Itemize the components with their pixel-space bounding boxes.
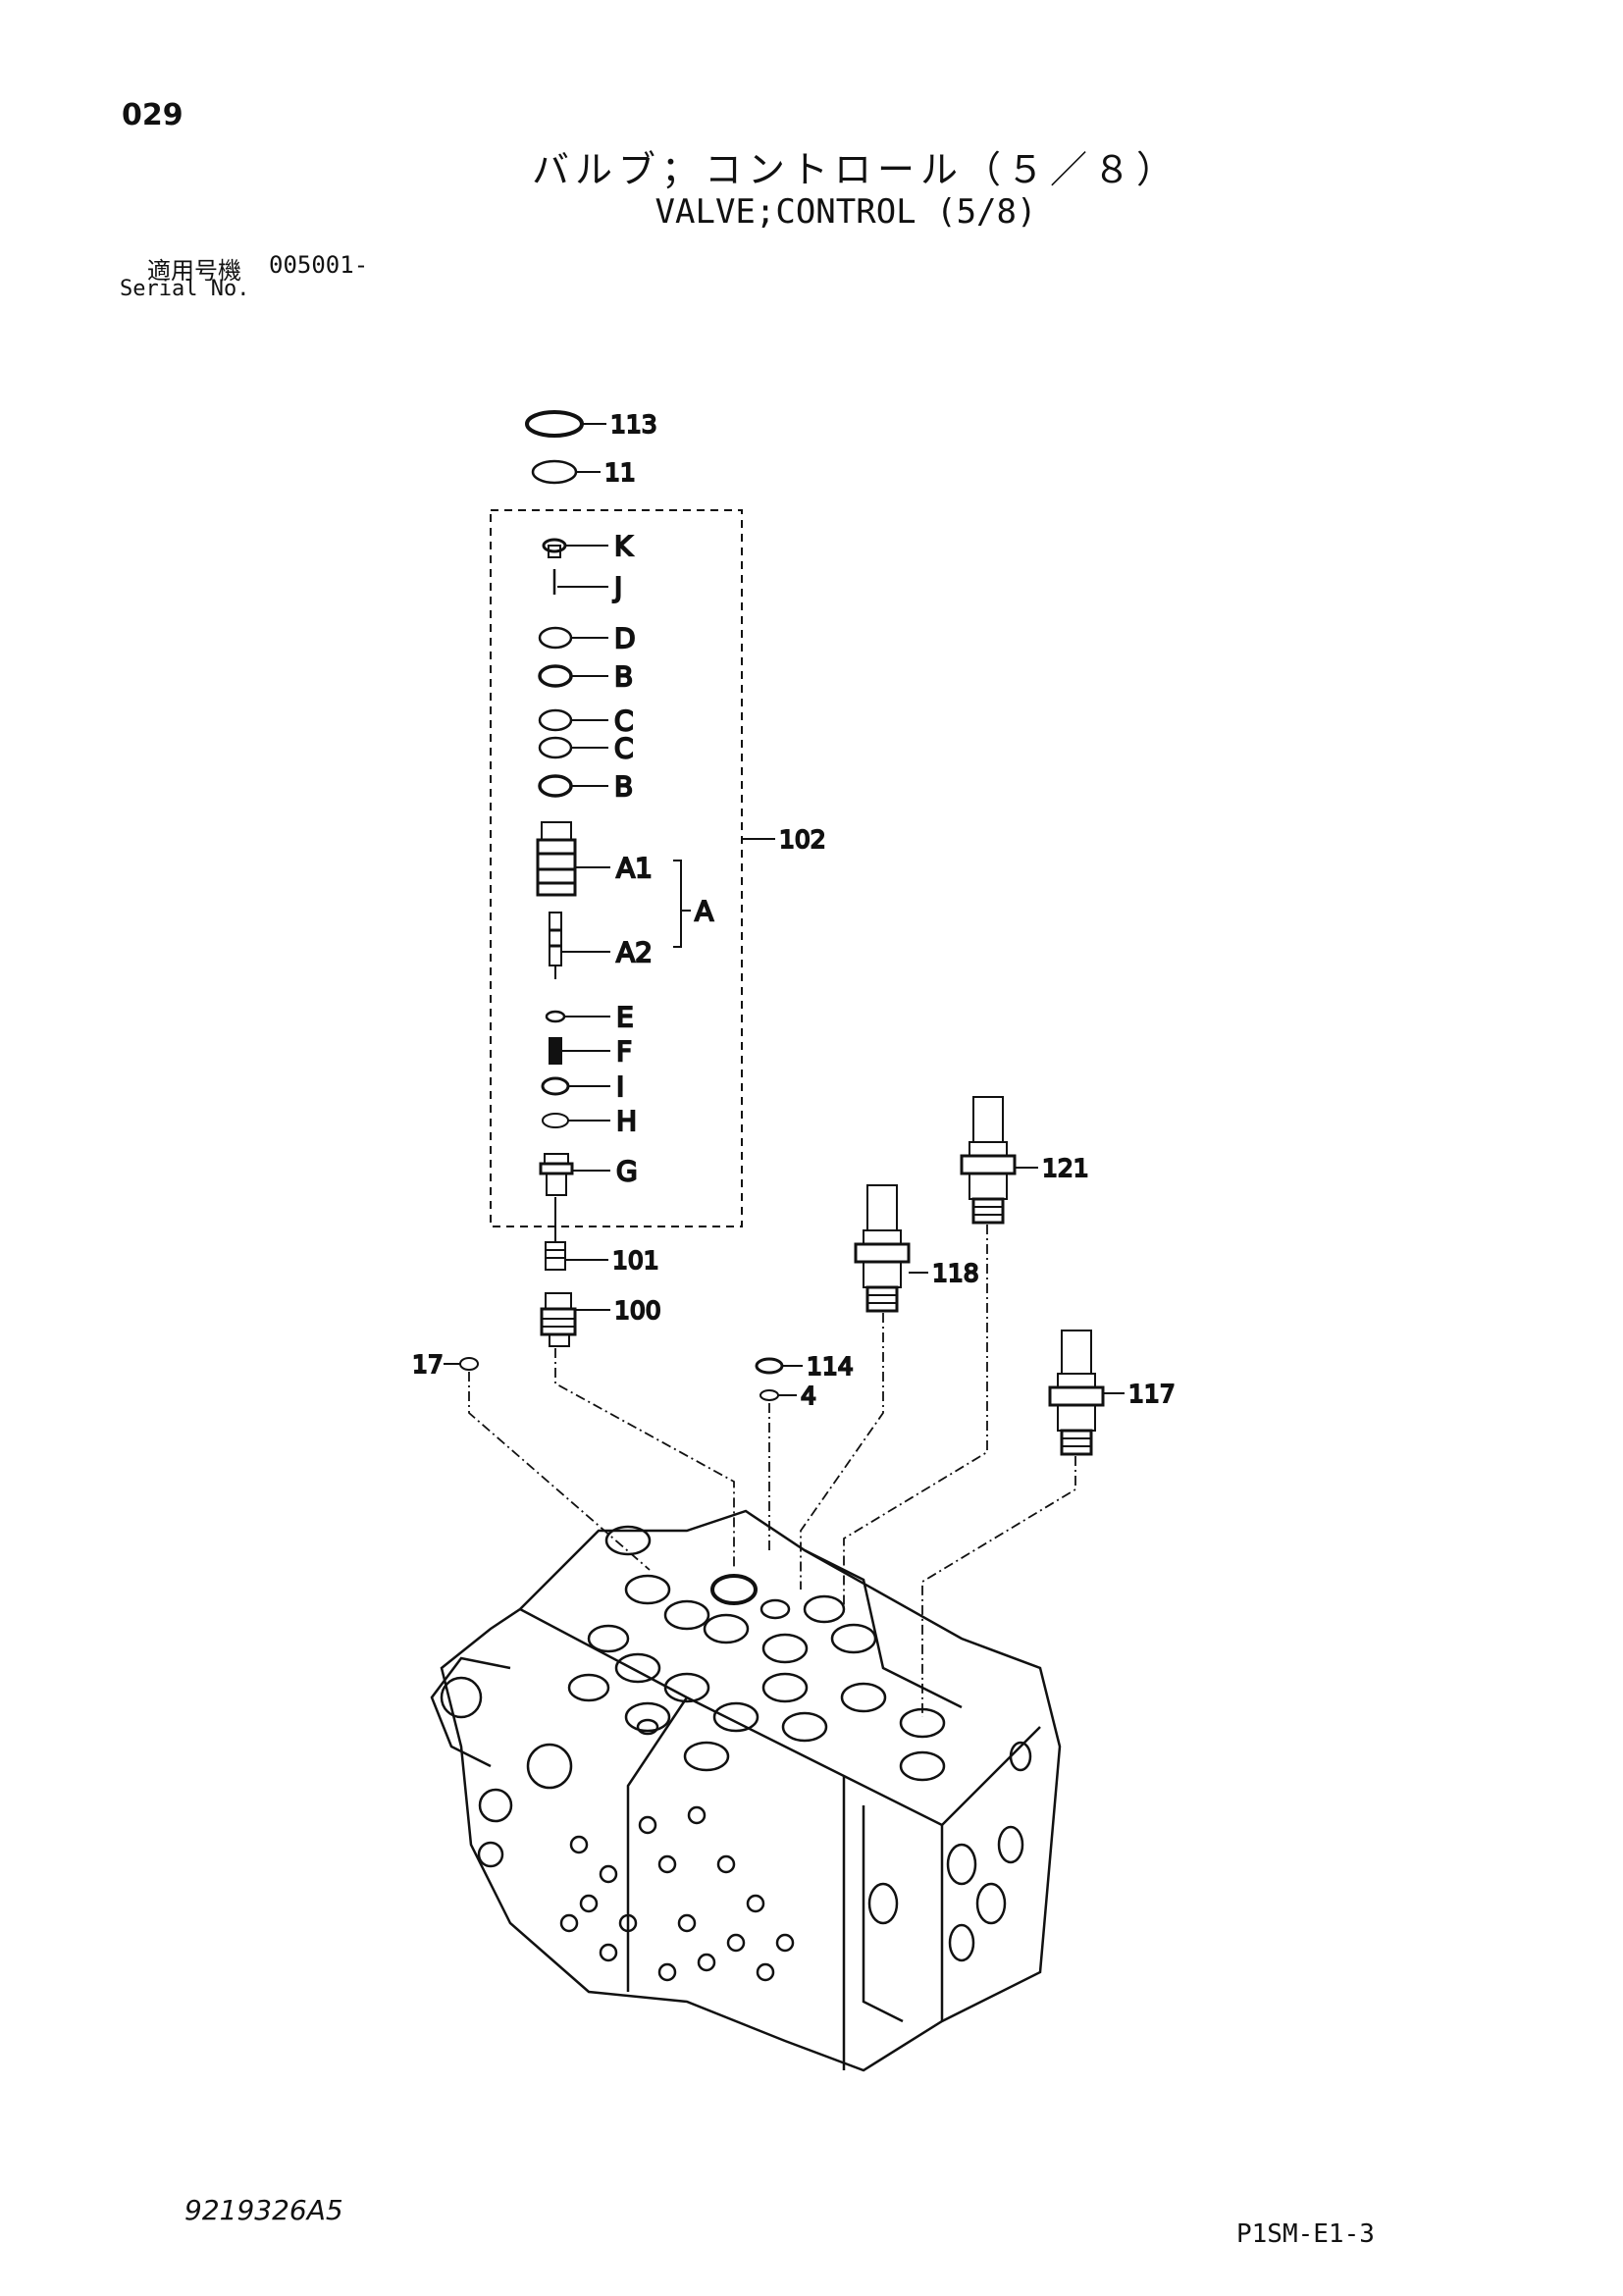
part-117-relief-valve [1048,1330,1125,1456]
bracket-A [673,860,691,948]
part-K-poppet [542,538,608,558]
part-J-pin [552,569,608,595]
callout-K: K [614,530,633,562]
callout-100: 100 [614,1296,661,1325]
callout-4: 4 [801,1382,816,1410]
assembly-lines [468,1225,1076,1717]
assembly-102-box [490,509,743,1227]
part-100-plug [540,1292,610,1347]
callout-E: E [616,1001,634,1033]
part-B-ring-lower [538,774,608,798]
part-17-ring [444,1357,479,1371]
part-A1-sleeve [536,821,610,897]
callout-F: F [616,1035,632,1068]
callout-118: 118 [932,1259,979,1287]
control-valve-body [430,1509,1062,2072]
part-113-oring [525,410,606,438]
title-english: VALVE;CONTROL (5/8) [654,192,1037,232]
part-114-ring [755,1357,803,1375]
serial-label-japanese: 適用号機 [147,257,241,285]
callout-H: H [616,1105,637,1137]
part-4-ring [759,1389,797,1401]
serial-label-english: Serial No. [120,277,250,301]
document-number: 9219326A5 [184,2194,343,2226]
part-121-relief-valve [960,1096,1038,1225]
callout-D: D [614,622,636,654]
part-H-ring [542,1113,610,1128]
callout-B-upper: B [614,660,633,693]
part-I-ring [541,1076,610,1096]
part-G-plug [539,1153,610,1196]
serial-value: 005001- [269,251,369,279]
callout-102: 102 [779,825,826,854]
callout-A1: A1 [616,852,653,884]
part-C-ring-lower [538,736,608,759]
part-11-ring [531,459,601,485]
part-B-ring-upper [538,664,608,688]
callout-121: 121 [1042,1154,1089,1182]
callout-17: 17 [412,1350,444,1379]
callout-A: A [695,895,713,927]
callout-A2: A2 [616,936,653,968]
callout-113: 113 [610,410,657,439]
callout-J: J [612,571,622,603]
callout-C-lower: C [614,732,634,764]
callout-C-upper: C [614,704,634,737]
title-japanese: バルブ；コントロール（５／８） [531,148,1179,191]
page-number: 029 [122,98,183,132]
part-F-spring [549,1037,610,1065]
part-A2-spool [549,912,610,979]
part-C-ring-upper [538,708,608,732]
callout-11: 11 [604,458,636,487]
callout-101: 101 [612,1246,659,1275]
part-101-spring [545,1197,608,1271]
callout-B-lower: B [614,770,633,803]
part-E-ball [545,1010,610,1023]
callout-G: G [616,1155,638,1187]
page-code: P1SM-E1-3 [1236,2219,1375,2249]
callout-117: 117 [1128,1380,1176,1408]
part-118-relief-valve [854,1184,928,1313]
part-D-ring [538,626,608,650]
callout-114: 114 [807,1352,854,1381]
callout-I: I [616,1070,624,1103]
